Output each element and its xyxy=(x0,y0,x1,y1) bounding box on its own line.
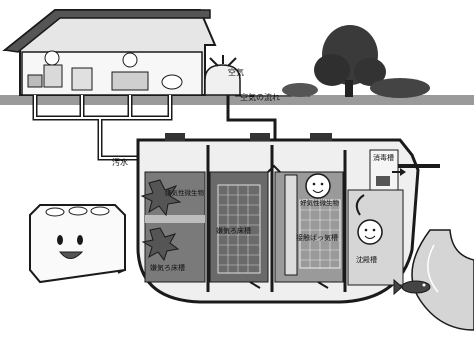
septic-tank xyxy=(136,133,420,304)
star-microbe-icon xyxy=(140,179,182,262)
ground-band xyxy=(0,95,474,105)
air-flow-label: 空気の流れ xyxy=(240,92,280,102)
anaerobic-tank-label-1: 嫌気ろ床槽 xyxy=(150,263,185,272)
river xyxy=(411,229,474,331)
contact-aeration-label: 接触ばっ気槽 xyxy=(296,233,338,242)
smiley-microbe-icon xyxy=(305,173,383,245)
tree-icon xyxy=(282,25,430,98)
air-label: 空気 xyxy=(228,67,244,77)
house-icon xyxy=(2,9,217,96)
fish-icon xyxy=(393,278,431,296)
anaerobic-tank-label-2: 嫌気ろ床槽 xyxy=(216,226,251,235)
anaerobic-bug-label: 嫌気性微生物 xyxy=(165,188,205,197)
septic-mascot-icon xyxy=(29,204,126,284)
blower-icon xyxy=(204,55,241,96)
disinfection-label: 消毒槽 xyxy=(373,153,394,162)
aerobic-bug-label: 好気性微生物 xyxy=(300,198,340,207)
sewage-label: 汚水 xyxy=(112,157,128,167)
sedimentation-label: 沈殿槽 xyxy=(356,255,377,264)
